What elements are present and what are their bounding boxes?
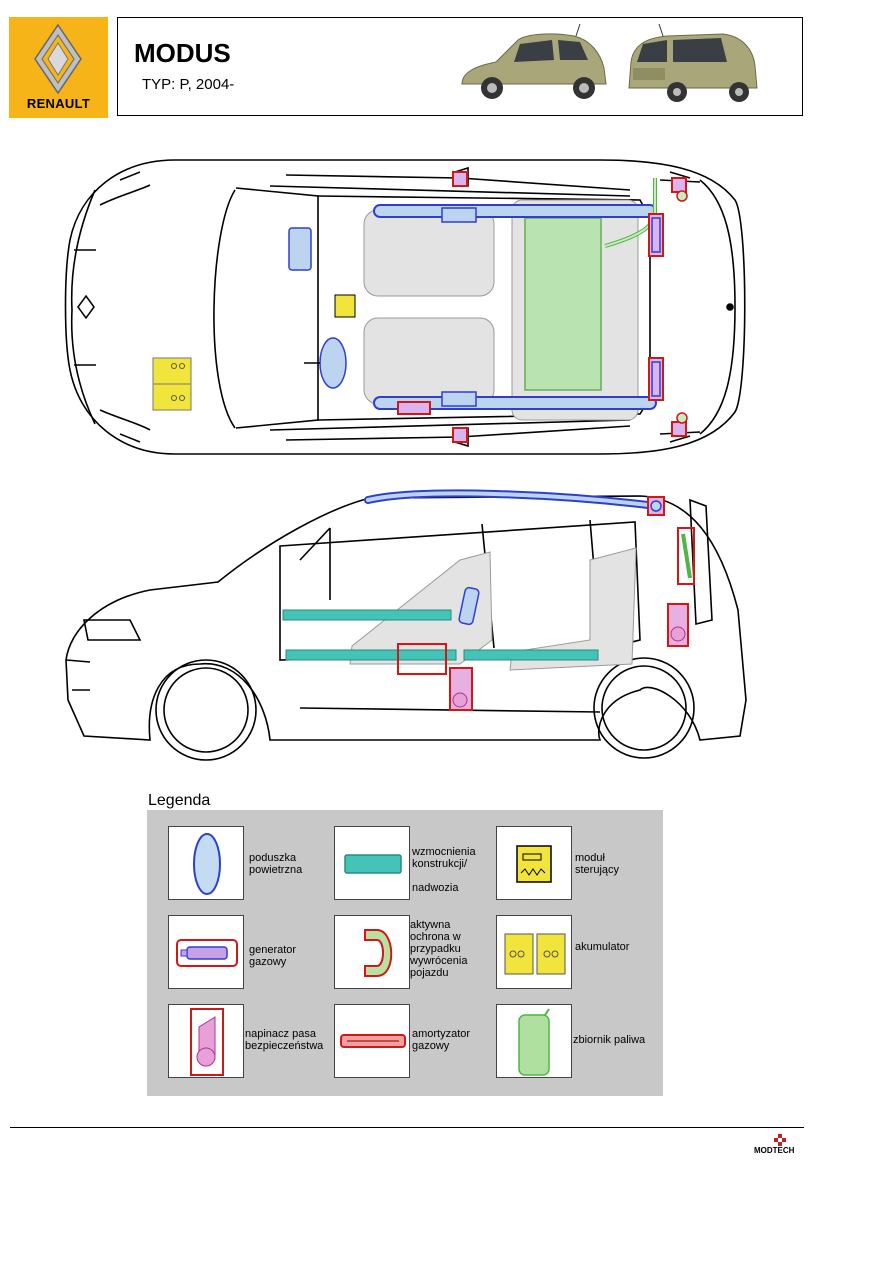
title-box: MODUS TYP: P, 2004- [117,17,803,116]
battery-icon [496,915,572,989]
footer-divider [10,1127,804,1128]
fuel-tank-icon [496,1004,572,1078]
legend-label-gas-strut: amortyzator gazowy [412,1028,471,1052]
legend-label-rollover: aktywna ochrona w przypadku wywrócenia p… [410,919,468,979]
legend-label-fuel-tank: zbiornik paliwa [573,1034,646,1046]
modtech-logo-text: MODTECH [754,1146,795,1155]
legend-label-control-module: moduł sterujący [575,852,620,876]
legend-label-airbag: poduszka powietrzna [249,852,303,876]
gas-strut-icon [334,1004,410,1078]
legend-label-battery: akumulator [575,941,630,953]
control-module-icon [496,826,572,900]
reinforcement-icon [334,826,410,900]
fuel-tank [524,217,602,391]
legend-label-gas-generator: generator gazowy [249,944,297,968]
battery [152,357,192,411]
renault-logo: RENAULT [9,17,108,118]
modtech-logo: MODTECH [754,1134,795,1155]
airbag-icon [168,826,244,900]
wheels [155,657,695,761]
control-module [334,294,356,318]
passenger-airbag [288,227,312,271]
gas-generator-icon [168,915,244,989]
rollover-protection-icon [334,915,410,989]
rescue-diagram [64,159,747,761]
legend-label-reinforcement: wzmocnienia konstrukcji/ nadwozia [412,846,476,894]
reinforcement-rear-lower [463,649,599,661]
driver-airbag [319,337,347,389]
legend-title: Legenda [148,792,211,809]
reinforcement-front-lower [285,649,457,661]
renault-diamond-icon [34,23,82,95]
top-view [64,159,746,455]
seatbelt-pretensioner-icon [168,1004,244,1078]
model-name: MODUS [134,38,231,68]
model-type: TYP: P, 2004- [142,76,235,93]
legend-label-pretensioner: napinacz pasa bezpieczeństwa [245,1028,324,1052]
curtain-airbag-left [373,204,657,218]
car-front-photo [461,23,607,99]
reinforcement-front-upper [282,609,452,621]
car-rear-photo [628,23,758,102]
brand-label: RENAULT [26,96,91,111]
legend-panel: poduszka powietrzna wzmocnienia konstruk… [147,810,663,1096]
